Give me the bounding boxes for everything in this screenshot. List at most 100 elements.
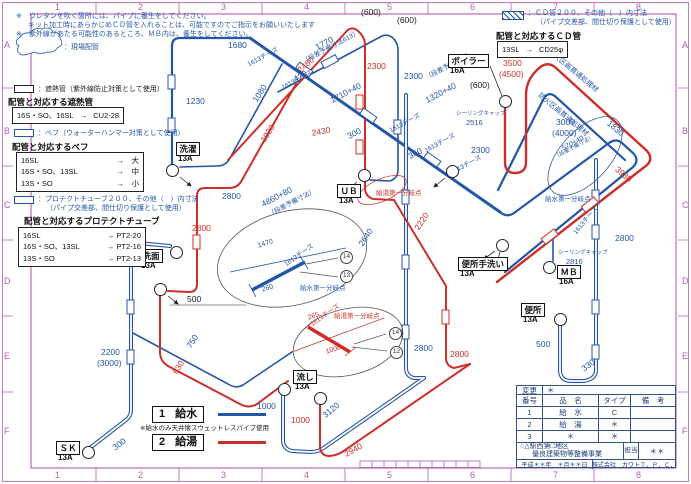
title-block-header-row: 番号 品 名 タイプ 備 考	[517, 395, 675, 407]
protect-legend-note2: （パイプ交差部、間仕切り保護として使用）	[46, 205, 186, 212]
row-number: 3	[517, 431, 543, 442]
row-number: 1	[517, 407, 543, 418]
key-hot-number: 2	[159, 436, 166, 448]
pipes-supply	[130, 34, 638, 388]
cloud-mark	[15, 27, 63, 56]
bottom-scale-bar	[359, 460, 481, 468]
legend-to-value: PT2-16	[116, 242, 141, 252]
bef-swatch	[14, 129, 34, 137]
key-supply-label: 給水	[175, 408, 198, 420]
row-type: ＊	[599, 419, 631, 430]
title-block-row-3: 3 ＊ ＊	[517, 431, 675, 443]
row-name: ＊	[543, 431, 599, 442]
protect-tube-marks	[126, 54, 600, 365]
cloud-mark-label: ：現場配管	[64, 44, 99, 51]
legend-from: 16SL	[21, 156, 39, 165]
shield-pipe-swatch	[14, 85, 34, 93]
pipes-hot-water	[159, 27, 652, 458]
legend-arrow: →	[106, 242, 115, 252]
cd-legend-note2: （パイプ交差部、間仕切り保護として使用）	[536, 19, 676, 26]
legend-arrow: →	[106, 231, 115, 240]
legend-to-value: PT2-20	[116, 231, 141, 240]
bef-legend-title: 配管と対応するベフ	[12, 142, 89, 152]
change-label: 変更	[517, 386, 543, 394]
leader-lines	[167, 65, 503, 306]
project-name-line1: ○△駅西第□地区	[520, 443, 569, 450]
title-block: 変更 ＊ 番号 品 名 タイプ 備 考 1 給 水 C 2 給 湯 ＊ 3 ＊ …	[516, 385, 676, 469]
protect-tube-swatch	[14, 196, 34, 204]
legend-row: 13S・SO → 小	[21, 178, 139, 189]
person-in-charge-value: ＊＊	[649, 446, 665, 456]
row-number: 2	[517, 419, 543, 430]
key-hot-line	[218, 441, 266, 444]
detail-balloons	[216, 116, 623, 378]
company-name: 株式会社 カワトＴ．Ｐ．Ｃ．	[593, 463, 675, 469]
row-name: 給 湯	[543, 419, 599, 430]
protect-legend-table: 16SL → PT2-20 16S・SO、13SL→ PT2-16 13S・SO →…	[18, 227, 146, 267]
series-note: ※給水のみ天井懐スウェットレスパイプ使用	[140, 425, 269, 432]
header-type: タイプ	[599, 395, 631, 406]
legend-arrow: →	[116, 167, 125, 177]
row-note	[631, 407, 675, 418]
legend-from: 13SL	[502, 45, 520, 54]
legend-to-value: 中	[131, 167, 140, 177]
row-type: ＊	[599, 431, 631, 442]
cd-legend-note1: ：ＣＤ管２００、その他（ ）内寸法	[528, 10, 647, 17]
legend-from: 13S・SO	[23, 253, 55, 263]
note-line-1: ※ ウレタンを吹く箇所には、パイプに養生をしてください。	[16, 13, 211, 20]
legend-arrow: →	[116, 156, 125, 165]
title-block-date-row: 平成＊＊年 ＊月＊＊日 株式会社 カワトＴ．Ｐ．Ｃ．	[517, 460, 675, 469]
protect-legend-title: 配管と対応するプロテクトチューブ	[24, 216, 160, 226]
row-note	[631, 431, 675, 442]
legend-from: 16S・SO、16SL	[17, 111, 74, 120]
key-supply-number: 1	[159, 408, 166, 420]
legend-to-value: PT2-13	[116, 253, 141, 263]
legend-row: 13SL → CD25φ	[502, 44, 563, 55]
legend-to: → PT2-20	[107, 230, 141, 241]
protect-legend-note1: ：プロテクトチューブ２００、その他（ ）内寸法	[38, 196, 199, 203]
cd-legend-title: 配管と対応するＣＤ管	[496, 31, 582, 41]
legend-to: → PT2-16	[107, 241, 141, 252]
legend-row: 16S・SO、16SL → CU2-28	[17, 110, 119, 121]
legend-to: → 小	[117, 178, 140, 189]
legend-from: 16SL	[23, 231, 41, 240]
legend-arrow: →	[79, 111, 88, 120]
project-name-line2: 優良建築物等整備事業	[532, 451, 602, 458]
legend-arrow: →	[525, 45, 534, 54]
shield-legend-table: 16S・SO、16SL → CU2-28	[12, 107, 125, 125]
legend-row: 16S・SO、13SL→ PT2-16	[23, 241, 141, 252]
header-item-name: 品 名	[543, 395, 599, 406]
legend-row: 13S・SO → PT2-13	[23, 253, 141, 264]
header-remarks: 備 考	[641, 396, 665, 405]
cd-legend-table: 13SL → CD25φ	[497, 41, 569, 59]
legend-to-value: 大	[131, 156, 140, 165]
key-supply: 1 給水	[152, 406, 205, 423]
note-line-2: キット加工時にあらかじめＣＤ管を入れることは、可能ですのでご指示をお願いいたしま…	[28, 22, 315, 29]
row-name: 給 水	[543, 407, 599, 418]
title-block-change-row: 変更 ＊	[517, 386, 675, 395]
legend-from: 16S・SO、13SL	[21, 167, 78, 177]
key-hot-label: 給湯	[175, 436, 198, 448]
legend-arrow: →	[106, 253, 115, 263]
legend-row: 16SL → PT2-20	[23, 230, 141, 241]
bef-legend-note: ：ベフ（ウォーターハンマー対策として使用）	[38, 130, 185, 137]
legend-row: 16S・SO、13SL → 中	[21, 166, 139, 177]
title-block-row-1: 1 給 水 C	[517, 407, 675, 419]
shield-legend-note: ：遮熱管（紫外線防止対策として使用）	[38, 86, 164, 93]
key-hot-water: 2 給湯	[152, 434, 205, 451]
title-block-project-row: ○△駅西第□地区 優良建築物等整備事業 担当 ＊＊	[517, 443, 675, 460]
person-in-charge-label: 担当	[624, 443, 639, 459]
title-block-row-2: 2 給 湯 ＊	[517, 419, 675, 431]
bef-legend-table: 16SL → 大 16S・SO、13SL → 中 13S・SO → 小	[16, 152, 144, 192]
legend-from: 13S・SO	[21, 178, 53, 188]
legend-to: → 大	[117, 155, 140, 166]
shield-legend-title: 配管と対応する遮熱管	[8, 97, 94, 107]
legend-row: 16SL → 大	[21, 155, 139, 166]
header-number: 番号	[517, 395, 543, 406]
legend-arrow: →	[116, 178, 125, 188]
note-line-3: ※ 紫外線があたる可能性のあるところ、ＭＢ内は、養生をしてください。	[16, 31, 253, 38]
row-type: C	[599, 407, 631, 418]
